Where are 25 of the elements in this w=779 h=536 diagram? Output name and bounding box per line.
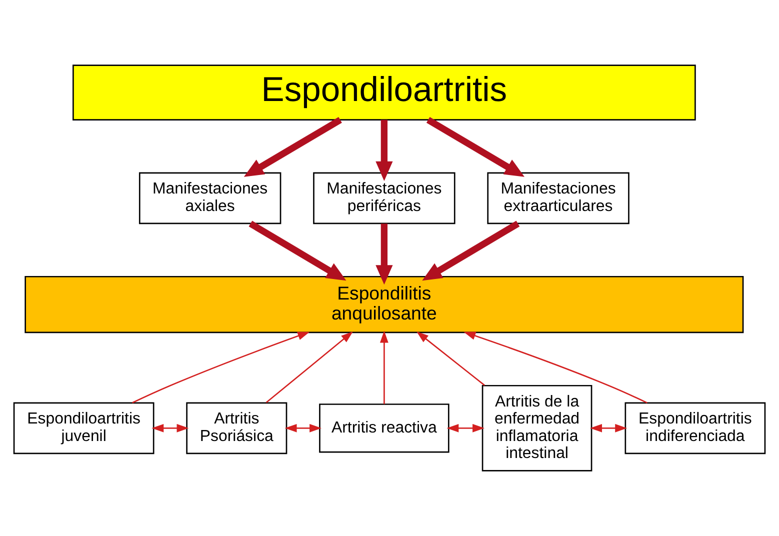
arrow [266, 331, 353, 404]
arrow [590, 424, 628, 432]
arrow [446, 424, 484, 432]
arrow [284, 424, 322, 432]
node-box: Artritis reactiva [319, 404, 450, 453]
arrow [464, 332, 648, 404]
node-box: Espondiloartritis indiferenciada [624, 402, 766, 454]
arrow [248, 220, 346, 281]
arrow [244, 117, 342, 177]
node-box: Artritis Psoriásica [186, 402, 288, 454]
node-box: Espondilitis anquilosante [24, 276, 744, 334]
node-box: Espondiloartritis [72, 64, 696, 120]
node-box: Artritis de la enfermedad inflamatoria intestinal [482, 384, 592, 472]
arrow [376, 224, 393, 285]
arrow [422, 220, 520, 281]
node-box: Manifestaciones axiales [138, 172, 282, 224]
arrow [416, 331, 485, 386]
arrow [426, 117, 524, 177]
arrow [380, 330, 388, 404]
node-box: Manifestaciones extraarticulares [487, 172, 630, 224]
arrow [376, 120, 393, 181]
node-box: Espondiloartritis juvenil [13, 402, 154, 454]
node-box: Manifestaciones periféricas [313, 172, 456, 224]
arrow [132, 332, 310, 404]
arrow [152, 424, 189, 432]
